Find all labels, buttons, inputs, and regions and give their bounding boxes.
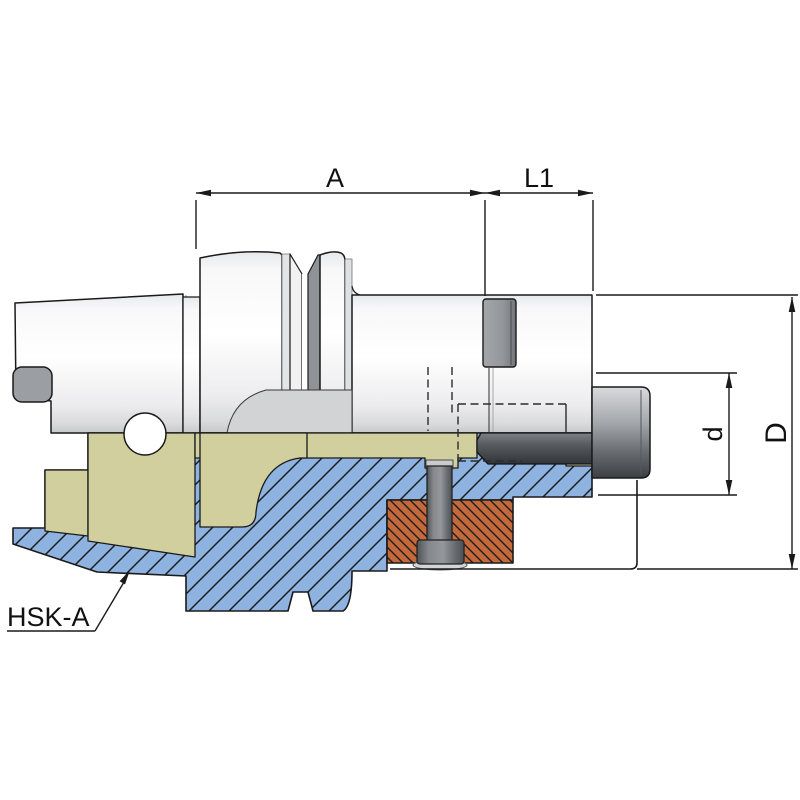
dim-label-d: d <box>698 426 728 441</box>
holder-upper-view <box>12 251 593 434</box>
dimension-arrows <box>196 189 796 569</box>
shank-side-hole <box>123 412 167 456</box>
shank-neck <box>182 296 201 434</box>
dimension-lines <box>195 192 798 570</box>
tool-shank-section <box>476 432 593 465</box>
dim-label-a: A <box>326 163 344 193</box>
body-bottom-outline <box>390 480 638 570</box>
leader-arrow <box>119 570 130 585</box>
shank-end-notch <box>12 366 53 403</box>
flange-fillet-shading <box>226 389 353 434</box>
shank-taper <box>14 293 184 434</box>
end-cap <box>591 386 651 479</box>
holder-body <box>351 294 593 434</box>
clamp-screw-head <box>416 539 465 565</box>
cavity-khaki <box>44 432 593 558</box>
dim-label-l1: L1 <box>524 163 554 193</box>
hidden-lines <box>427 367 566 462</box>
holder-section-view <box>12 432 638 612</box>
side-lock-screw-top <box>482 298 517 368</box>
hska-callout-label: HSK-A <box>7 602 90 632</box>
clamp-screw-shaft <box>426 465 453 544</box>
flange-left-rib <box>199 251 283 434</box>
hska-callout: HSK-A <box>7 570 130 632</box>
dim-label-D: D <box>760 422 793 444</box>
